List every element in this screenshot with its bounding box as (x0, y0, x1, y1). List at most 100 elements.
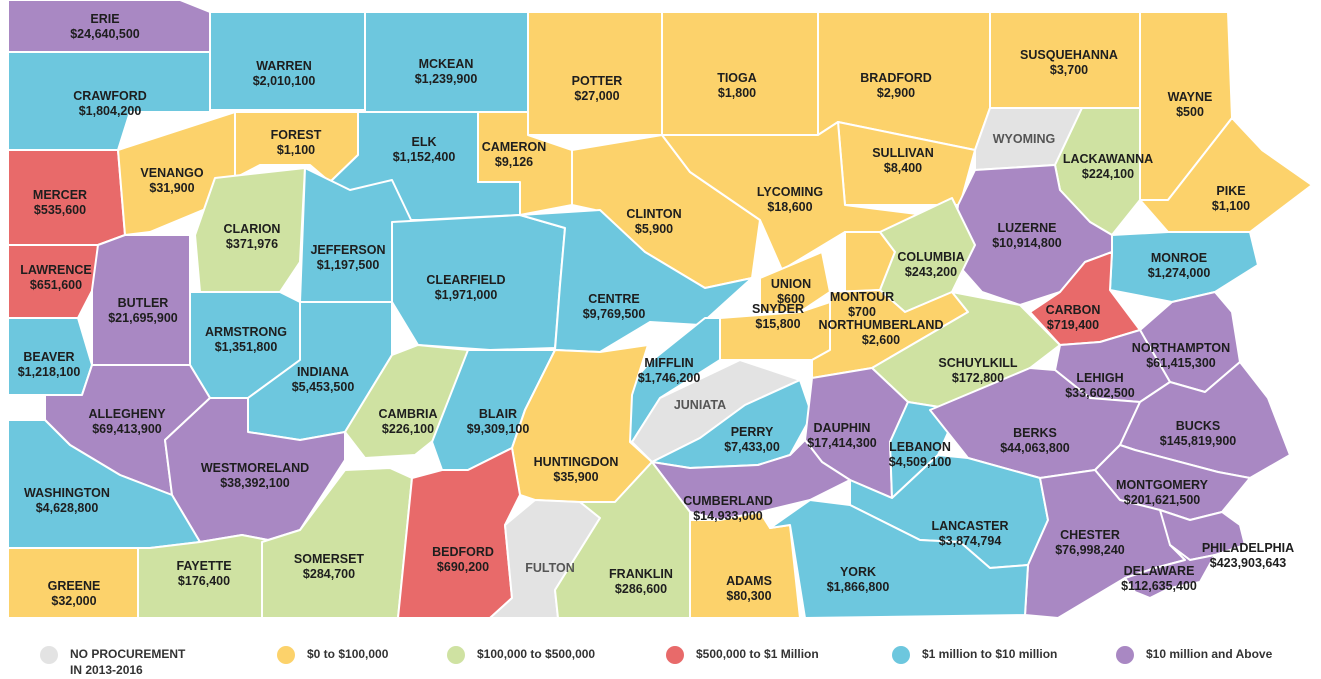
county-name: ADAMS (726, 574, 772, 588)
county-amount: $44,063,800 (1000, 441, 1070, 455)
county-label-lycoming: LYCOMING$18,600 (757, 185, 823, 214)
county-name: CENTRE (588, 292, 639, 306)
county-delaware[interactable] (1124, 544, 1216, 599)
county-label-bradford: BRADFORD$2,900 (860, 71, 932, 100)
county-label-washington: WASHINGTON$4,628,800 (24, 486, 110, 515)
county-amount: $10,914,800 (992, 236, 1062, 250)
county-label-snyder: SNYDER$15,800 (752, 302, 804, 331)
county-amount: $535,600 (34, 203, 86, 217)
county-label-clearfield: CLEARFIELD$1,971,000 (426, 273, 505, 302)
county-label-mercer: MERCER$535,600 (33, 188, 87, 217)
county-name: ELK (412, 135, 437, 149)
county-label-cameron: CAMERON$9,126 (482, 140, 547, 169)
county-label-pike: PIKE$1,100 (1212, 184, 1250, 213)
county-name: CUMBERLAND (683, 494, 773, 508)
county-label-blair: BLAIR$9,309,100 (467, 407, 530, 436)
county-name: ALLEGHENY (88, 407, 166, 421)
county-name: HUNTINGDON (534, 455, 619, 469)
legend-label: $500,000 to $1 Million (696, 646, 819, 662)
county-name: WAYNE (1168, 90, 1213, 104)
county-amount: $4,628,800 (36, 501, 99, 515)
county-label-fayette: FAYETTE$176,400 (176, 559, 231, 588)
county-name: FOREST (271, 128, 322, 142)
county-bedford[interactable] (397, 447, 521, 619)
county-label-cumberland: CUMBERLAND$14,933,000 (683, 494, 773, 523)
county-name: MONROE (1151, 251, 1207, 265)
county-label-adams: ADAMS$80,300 (726, 574, 772, 603)
county-amount: $1,866,800 (827, 580, 890, 594)
county-labels: ERIE$24,640,500WARREN$2,010,100MCKEAN$1,… (18, 12, 1294, 608)
county-amount: $2,900 (877, 86, 915, 100)
county-name: LANCASTER (931, 519, 1008, 533)
county-name: CLINTON (626, 207, 681, 221)
county-amount: $1,100 (1212, 199, 1250, 213)
county-label-forest: FOREST$1,100 (271, 128, 322, 157)
county-name: CHESTER (1060, 528, 1120, 542)
county-amount: $4,509,100 (889, 455, 952, 469)
county-label-carbon: CARBON$719,400 (1046, 303, 1101, 332)
county-amount: $243,200 (905, 265, 957, 279)
county-york[interactable] (769, 499, 1029, 619)
county-name: LYCOMING (757, 185, 823, 199)
county-lawrence[interactable] (7, 244, 99, 319)
county-name: LEHIGH (1076, 371, 1123, 385)
county-name: CLEARFIELD (426, 273, 505, 287)
county-name: BEAVER (23, 350, 74, 364)
county-amount: $1,100 (277, 143, 315, 157)
county-name: ARMSTRONG (205, 325, 287, 339)
county-name: WESTMORELAND (201, 461, 309, 475)
county-label-armstrong: ARMSTRONG$1,351,800 (205, 325, 287, 354)
county-amount: $27,000 (574, 89, 619, 103)
county-greene[interactable] (7, 547, 139, 619)
county-label-bucks: BUCKS$145,819,900 (1160, 419, 1237, 448)
county-name: BUTLER (118, 296, 169, 310)
county-label-venango: VENANGO$31,900 (140, 166, 203, 195)
county-amount: $35,900 (553, 470, 598, 484)
county-label-lancaster: LANCASTER$3,874,794 (931, 519, 1008, 548)
county-name: YORK (840, 565, 876, 579)
county-amount: $1,351,800 (215, 340, 278, 354)
county-amount: $69,413,900 (92, 422, 162, 436)
county-name: FRANKLIN (609, 567, 673, 581)
county-amount: $33,602,500 (1065, 386, 1135, 400)
county-name: INDIANA (297, 365, 349, 379)
county-amount: $500 (1176, 105, 1204, 119)
county-cumberland[interactable] (651, 439, 851, 521)
county-amount: $21,695,900 (108, 311, 178, 325)
county-label-perry: PERRY$7,433,00 (724, 425, 780, 454)
county-amount: $286,600 (615, 582, 667, 596)
county-somerset[interactable] (261, 467, 413, 619)
county-label-montgomery: MONTGOMERY$201,621,500 (1116, 478, 1209, 507)
county-label-somerset: SOMERSET$284,700 (294, 552, 365, 581)
county-name: CLARION (224, 222, 281, 236)
county-label-potter: POTTER$27,000 (572, 74, 623, 103)
county-union[interactable] (759, 251, 831, 313)
county-amount: $9,309,100 (467, 422, 530, 436)
county-label-mifflin: MIFFLIN$1,746,200 (638, 356, 701, 385)
county-label-clinton: CLINTON$5,900 (626, 207, 681, 236)
county-label-luzerne: LUZERNE$10,914,800 (992, 221, 1062, 250)
county-amount: $14,933,000 (693, 509, 763, 523)
county-label-delaware: DELAWARE$112,635,400 (1121, 564, 1197, 593)
county-amount: $145,819,900 (1160, 434, 1237, 448)
county-label-crawford: CRAWFORD$1,804,200 (73, 89, 147, 118)
county-name: JUNIATA (674, 398, 726, 412)
county-amount: $423,903,643 (1210, 556, 1287, 570)
legend-label-line1: $10 million and Above (1146, 647, 1273, 661)
county-label-jefferson: JEFFERSON$1,197,500 (310, 243, 385, 272)
county-label-york: YORK$1,866,800 (827, 565, 890, 594)
county-amount: $1,971,000 (435, 288, 498, 302)
county-amount: $176,400 (178, 574, 230, 588)
legend-label-line1: $100,000 to $500,000 (477, 647, 596, 661)
county-label-huntingdon: HUNTINGDON$35,900 (534, 455, 619, 484)
county-amount: $3,874,794 (939, 534, 1002, 548)
county-label-indiana: INDIANA$5,453,500 (292, 365, 355, 394)
county-label-centre: CENTRE$9,769,500 (583, 292, 646, 321)
legend-swatch (892, 646, 910, 664)
county-name: WARREN (256, 59, 312, 73)
county-centre[interactable] (519, 209, 753, 353)
county-amount: $3,700 (1050, 63, 1088, 77)
county-erie[interactable] (7, 0, 211, 53)
county-label-chester: CHESTER$76,998,240 (1055, 528, 1125, 557)
county-name: BERKS (1013, 426, 1057, 440)
